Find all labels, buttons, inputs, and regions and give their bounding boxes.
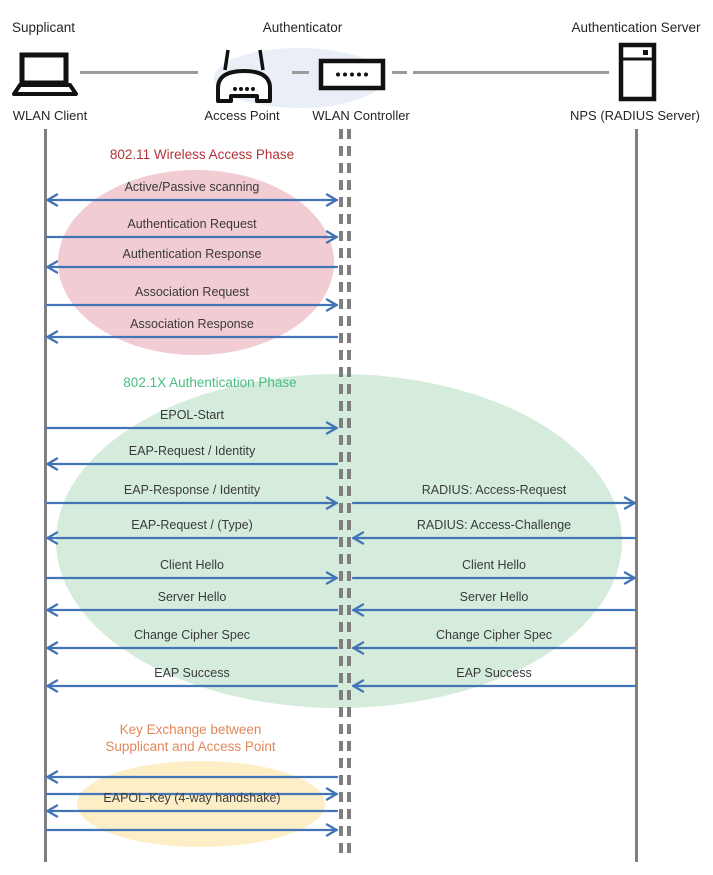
phase3-title: Key Exchange between Supplicant and Acce… [105, 722, 276, 754]
device-label-wlan-client: WLAN Client [12, 108, 88, 123]
message-label: Client Hello [462, 558, 526, 572]
lifeline-nps-server [635, 129, 638, 862]
message-label: Client Hello [160, 558, 224, 572]
message-label: Association Response [130, 317, 254, 331]
message-label: EAP-Request / Identity [128, 444, 256, 458]
message-arrow [45, 496, 339, 510]
server-icon [618, 42, 657, 102]
role-authentication-server: Authentication Server [571, 20, 701, 35]
message-arrow [351, 496, 637, 510]
message-arrow [45, 330, 339, 344]
message-label: Server Hello [157, 590, 227, 604]
message-arrow [351, 679, 637, 693]
device-label-access-point: Access Point [204, 108, 280, 123]
phase1-title: 802.11 Wireless Access Phase [109, 147, 295, 162]
message-label: Association Request [135, 285, 249, 299]
message-arrow [45, 193, 339, 207]
message-arrow [45, 421, 339, 435]
message-arrow [45, 770, 339, 784]
message-label: EPOL-Start [160, 408, 224, 422]
message-label: RADIUS: Access-Challenge [416, 518, 572, 532]
message-arrow [45, 260, 339, 274]
message-arrow [45, 571, 339, 585]
message-label: Change Cipher Spec [435, 628, 553, 642]
message-label: Change Cipher Spec [133, 628, 251, 642]
message-label: EAP Success [456, 666, 532, 680]
message-arrow [351, 641, 637, 655]
message-arrow [45, 804, 339, 818]
message-label: EAP-Response / Identity [123, 483, 261, 497]
message-arrow [45, 823, 339, 837]
message-label: EAP-Request / (Type) [131, 518, 253, 532]
phase2-title: 802.1X Authentication Phase [123, 375, 297, 390]
message-label: EAPOL-Key (4-way handshake) [103, 791, 281, 805]
message-arrow [45, 230, 339, 244]
message-label: EAP Success [154, 666, 230, 680]
message-arrow [45, 679, 339, 693]
message-label: RADIUS: Access-Request [421, 483, 567, 497]
message-arrow [45, 298, 339, 312]
role-supplicant: Supplicant [12, 20, 76, 35]
laptop-icon [12, 52, 78, 96]
message-label: Authentication Response [122, 247, 262, 261]
connector-client-ap [80, 71, 198, 74]
message-arrow [45, 457, 339, 471]
lifeline-wlan-client [44, 129, 47, 862]
message-label: Authentication Request [127, 217, 257, 231]
wlan-controller-icon [318, 58, 386, 91]
message-label: Active/Passive scanning [124, 180, 260, 194]
message-arrow [351, 571, 637, 585]
device-label-nps-radius-server: NPS (RADIUS Server) [569, 108, 701, 123]
lifeline-wlan-controller-dashed [347, 129, 351, 855]
message-arrow [45, 787, 339, 801]
connector-controller-dash [392, 71, 407, 74]
connector-controller-server [413, 71, 609, 74]
message-label: Server Hello [459, 590, 529, 604]
message-arrow [351, 603, 637, 617]
lifeline-access-point-dashed [339, 129, 343, 855]
message-arrow [45, 603, 339, 617]
role-authenticator: Authenticator [262, 20, 343, 35]
access-point-icon [216, 49, 272, 103]
message-arrow [351, 531, 637, 545]
message-arrow [45, 641, 339, 655]
device-label-wlan-controller: WLAN Controller [312, 108, 410, 123]
phase3-ellipse [77, 761, 325, 847]
connector-ap-controller [292, 71, 309, 74]
message-arrow [45, 531, 339, 545]
